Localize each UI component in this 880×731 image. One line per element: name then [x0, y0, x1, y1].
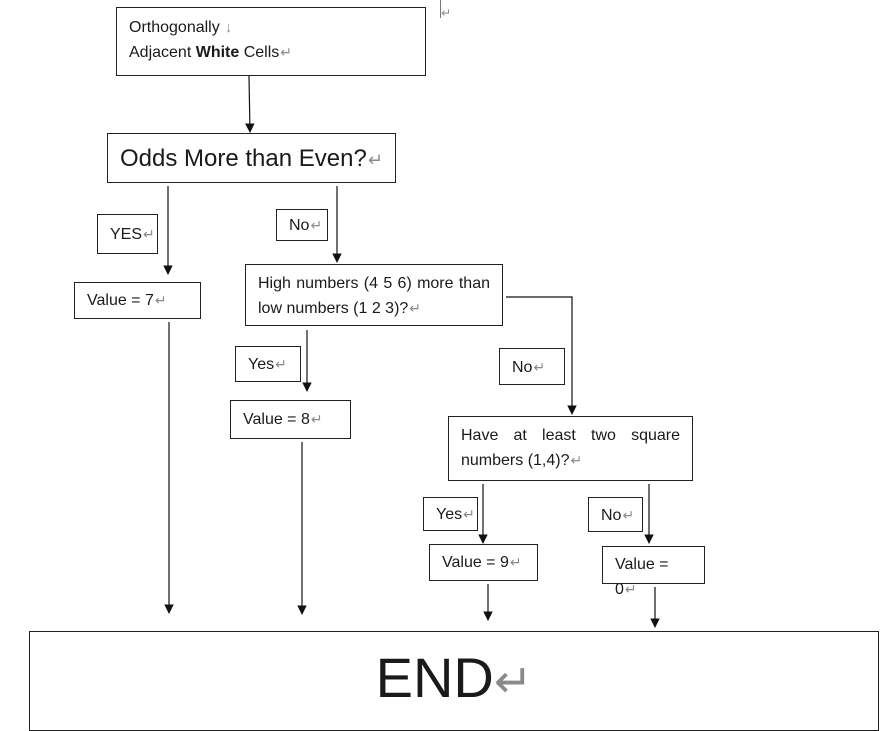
paragraph-mark: ↵: [143, 226, 155, 242]
arrow-q2-no: [506, 296, 577, 415]
question-square-numbers: Have at least two square numbers (1,4)?↵: [448, 416, 693, 481]
paragraph-mark: ↵: [493, 655, 533, 707]
start-box: Orthogonally ↓ Adjacent White Cells↵: [116, 7, 426, 76]
start-line-1: Orthogonally ↓: [129, 19, 233, 36]
question-odds-vs-even: Odds More than Even?↵: [107, 133, 396, 183]
label-q2-no: No↵: [499, 348, 565, 385]
paragraph-mark: ↵: [441, 6, 452, 20]
paragraph-mark: ↵: [533, 359, 546, 375]
result-value-9: Value = 9↵: [429, 544, 538, 581]
paragraph-mark: ↵: [622, 507, 635, 523]
label-q1-yes: YES↵: [97, 214, 158, 254]
paragraph-mark: ↵: [367, 150, 383, 170]
paragraph-mark: ↵: [624, 581, 637, 597]
paragraph-mark: ↵: [310, 217, 323, 233]
arrow-start-to-q1: [245, 75, 255, 133]
label-q3-no: No↵: [588, 497, 643, 532]
text-cursor: [440, 0, 441, 18]
result-value-7: Value = 7↵: [74, 282, 201, 319]
paragraph-mark: ↵: [154, 292, 167, 308]
paragraph-mark: ↵: [310, 411, 323, 427]
result-value-8: Value = 8↵: [230, 400, 351, 439]
start-line-2: Adjacent White Cells↵: [129, 44, 293, 61]
label-q2-yes: Yes↵: [235, 346, 301, 382]
paragraph-mark: ↵: [409, 300, 422, 316]
line-break-mark: ↓: [225, 19, 233, 35]
paragraph-mark: ↵: [275, 356, 287, 372]
paragraph-mark: ↵: [280, 44, 293, 60]
paragraph-mark: ↵: [509, 554, 522, 570]
question-high-vs-low: High numbers (4 5 6) more than low numbe…: [245, 264, 503, 326]
paragraph-mark: ↵: [463, 506, 475, 522]
label-q3-yes: Yes↵: [423, 497, 478, 531]
label-q1-no: No↵: [276, 209, 328, 241]
paragraph-mark: ↵: [570, 452, 583, 468]
end-box: END↵: [29, 631, 879, 731]
result-value-0: Value = 0↵: [602, 546, 705, 598]
